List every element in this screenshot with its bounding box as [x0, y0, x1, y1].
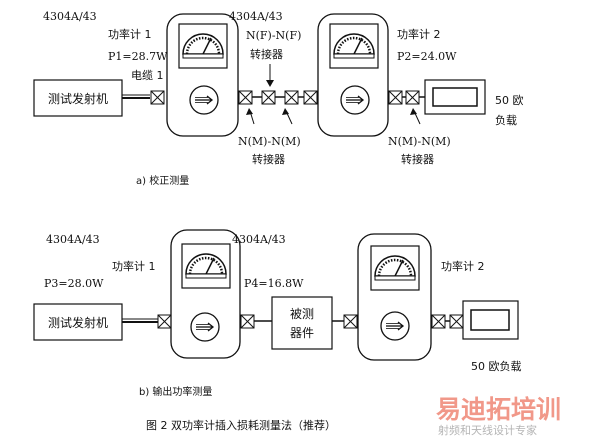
meter-b-b-name: 功率计 2: [441, 259, 485, 273]
adapters-a-right: [388, 90, 425, 105]
adapter-ff-label-2: 转接器: [250, 47, 283, 61]
adapter-mm-label-2: 转接器: [252, 152, 285, 166]
cable-a-label: 电缆 1: [131, 69, 164, 82]
load-b: [462, 300, 519, 340]
transmitter-b: 测试发射机: [33, 303, 123, 341]
power-meter-1-b: [170, 229, 241, 359]
meter2-b-model: 4304A/43: [232, 233, 286, 246]
transmitter-a: 测试发射机: [33, 79, 123, 117]
watermark-title: 易迪拓培训: [436, 395, 561, 424]
transmitter-a-label: 测试发射机: [48, 91, 108, 106]
dut-label-2: 器件: [290, 326, 314, 340]
connectors-b-mid: [240, 314, 272, 329]
cable-b-left: [122, 314, 172, 329]
watermark-subtitle: 射频和天线设计专家: [438, 423, 537, 437]
load-a-label-2: 负载: [495, 113, 517, 127]
meter-b-a-name: 功率计 2: [397, 27, 441, 41]
power-meter-2-a: [317, 13, 389, 137]
caption-a: a) 校正测量: [136, 174, 189, 187]
meter2-a-model: 4304A/43: [229, 10, 283, 23]
load-a-label-1: 50 欧: [495, 94, 524, 107]
dut-b: 被测 器件: [271, 296, 333, 350]
figure-caption: 图 2 双功率计插入损耗测量法（推荐）: [146, 418, 336, 432]
dut-label-1: 被测: [290, 307, 314, 321]
load-b-label: 50 欧负载: [471, 359, 522, 373]
transmitter-b-label: 测试发射机: [48, 315, 108, 330]
meter1-b-name: 功率计 1: [112, 259, 156, 273]
cable-a-left: [122, 90, 165, 105]
adapter-mm2-label-2: 转接器: [401, 152, 434, 166]
meter-b-a-power: P2=24.0W: [397, 50, 457, 63]
adapter-mm-label-1: N(M)-N(M): [238, 135, 301, 148]
adapter-mm2-label-1: N(M)-N(M): [388, 135, 451, 148]
meter1-b-power: P3=28.0W: [44, 277, 104, 290]
adapter-ff-label-1: N(F)-N(F): [246, 29, 301, 42]
caption-b: b) 输出功率测量: [139, 385, 212, 398]
meter1-a-name: 功率计 1: [108, 27, 152, 41]
adapter-arrows-a: [246, 64, 421, 125]
power-meter-1-a: [166, 13, 239, 137]
watermark: 易迪拓培训 射频和天线设计专家: [436, 395, 561, 437]
connectors-b-load: [431, 314, 464, 329]
meter1-a-power: P1=28.7W: [108, 50, 168, 63]
adapters-a-mid: [238, 90, 318, 105]
connectors-b-right: [332, 314, 358, 329]
meter1-b-model: 4304A/43: [46, 233, 100, 246]
meter1-a-model: 4304A/43: [43, 10, 97, 23]
load-a: [424, 79, 486, 115]
power-meter-2-b: [357, 233, 432, 361]
meter2-b-power: P4=16.8W: [244, 277, 304, 290]
